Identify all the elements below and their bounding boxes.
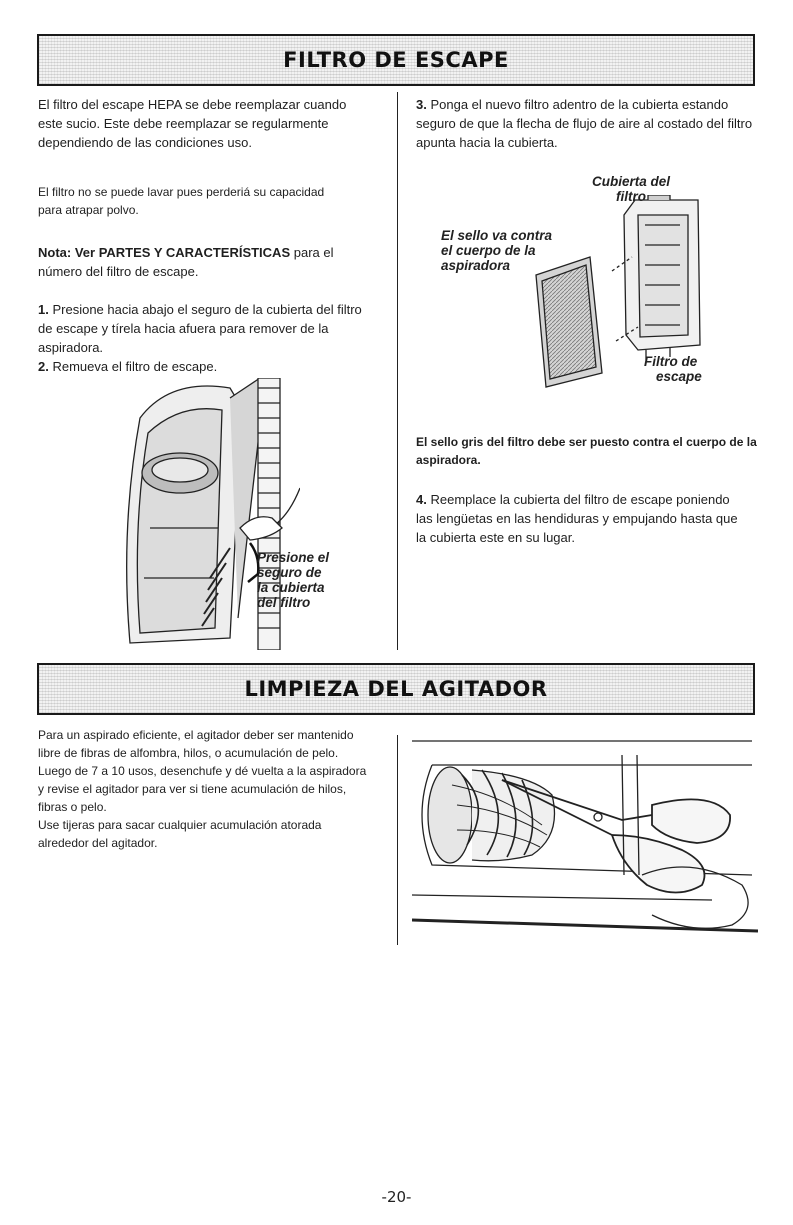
scissors-paragraph: Use tijeras para sacar cualquier acumula… [38, 818, 322, 850]
callout-line: la cubierta [257, 580, 325, 595]
step-3-text: Ponga el nuevo filtro adentro de la cubi… [416, 97, 753, 150]
callout-filter-cover: Cubierta del filtro [592, 174, 670, 204]
note-paragraph: Nota: Ver PARTES Y CARACTERÍSTICAS para … [38, 243, 358, 281]
callout-line: El sello va contra [441, 228, 553, 243]
step-1-text: Presione hacia abajo el seguro de la cub… [38, 302, 362, 355]
section-banner-filtro: FILTRO DE ESCAPE [37, 34, 755, 86]
step-4: 4. Reemplace la cubierta del filtro de e… [416, 490, 746, 547]
callout-line: seguro de [257, 565, 322, 580]
filter-illustration [535, 195, 701, 388]
callout-line: Filtro de [644, 354, 698, 369]
section-title: LIMPIEZA DEL AGITADOR [244, 677, 548, 701]
callout-line: filtro [616, 189, 646, 204]
step-3: 3. Ponga el nuevo filtro adentro de la c… [416, 95, 756, 152]
section-title: FILTRO DE ESCAPE [283, 48, 509, 72]
step-4-number: 4. [416, 492, 427, 507]
column-divider [397, 735, 398, 945]
step-2-number: 2. [38, 359, 49, 374]
note-text: para el número del filtro de escape. [38, 245, 334, 279]
callout-line: Presione el [257, 550, 330, 565]
step-1: 1. Presione hacia abajo el seguro de la … [38, 300, 368, 357]
callout-seal: El sello va contra el cuerpo de la aspir… [441, 228, 552, 273]
step-2-text: Remueva el filtro de escape. [52, 359, 218, 374]
vacuum-cover-illustration [126, 378, 300, 650]
note-reference: Ver PARTES Y CARACTERÍSTICAS [74, 245, 291, 260]
seal-note: El sello gris del filtro debe ser puesto… [416, 435, 757, 467]
intro-paragraph: El filtro del escape HEPA se debe reempl… [38, 97, 347, 150]
page-number: -20- [381, 1188, 412, 1206]
step-1-number: 1. [38, 302, 49, 317]
note-label: Nota: [38, 245, 72, 260]
callout-line: el cuerpo de la [441, 243, 536, 258]
agitator-paragraph: Para un aspirado eficiente, el agitador … [38, 728, 367, 814]
callout-line: aspiradora [441, 258, 511, 273]
step-4-text: Reemplace la cubierta del filtro de esca… [416, 492, 738, 545]
callout-line: del filtro [257, 595, 311, 610]
section-banner-agitador: LIMPIEZA DEL AGITADOR [37, 663, 755, 715]
step-3-number: 3. [416, 97, 427, 112]
callout-press-latch: Presione el seguro de la cubierta del fi… [257, 550, 329, 610]
step-2: 2. Remueva el filtro de escape. [38, 357, 368, 376]
callout-exhaust-filter: Filtro de escape [644, 354, 702, 384]
callout-line: escape [656, 369, 702, 384]
callout-line: Cubierta del [592, 174, 671, 189]
washing-paragraph: El filtro no se puede lavar pues perderi… [38, 185, 325, 217]
column-divider [397, 92, 398, 650]
agitator-scissors-illustration [412, 740, 758, 933]
